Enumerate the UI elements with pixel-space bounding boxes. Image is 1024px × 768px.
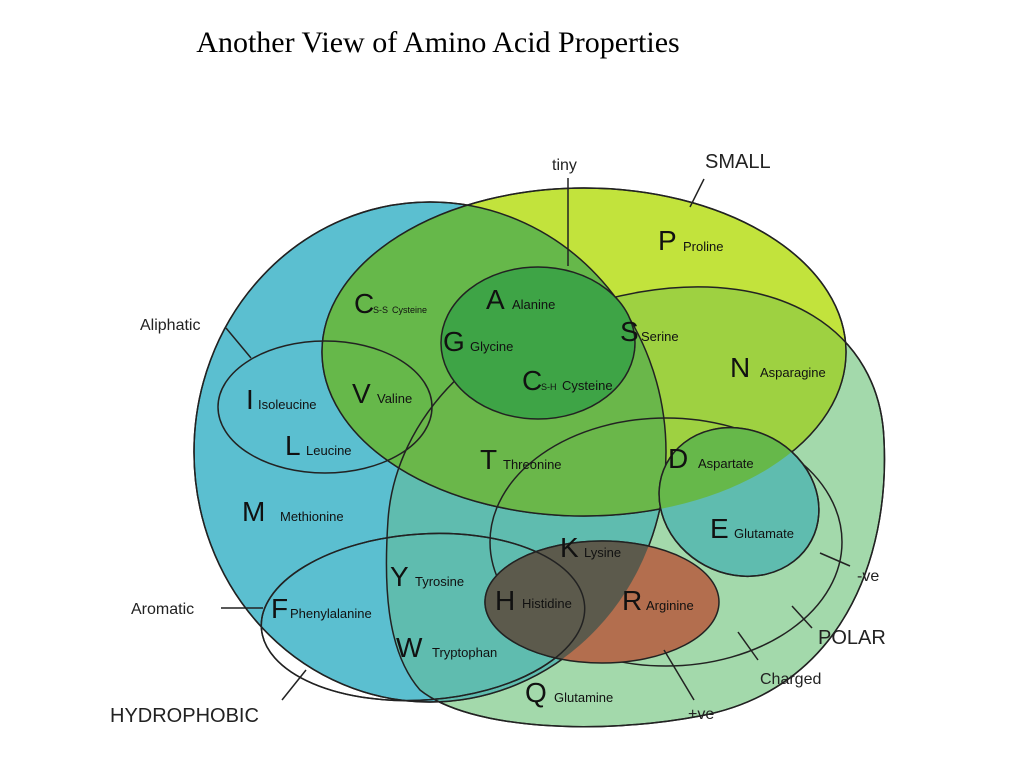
svg-text:A: A <box>486 284 505 315</box>
amino-acid-methionine: M Methionine <box>242 496 344 527</box>
svg-text:Tryptophan: Tryptophan <box>432 645 497 660</box>
small-leader <box>689 178 705 208</box>
amino-acid-glutamine: Q Glutamine <box>525 677 613 708</box>
svg-text:T: T <box>480 444 497 475</box>
tiny-label: tiny <box>552 157 577 174</box>
aromatic-label: Aromatic <box>131 601 194 618</box>
amino-acid-proline: P Proline <box>658 225 723 256</box>
svg-text:Histidine: Histidine <box>522 596 572 611</box>
svg-text:Y: Y <box>390 561 409 592</box>
charged-region <box>489 417 843 667</box>
amino-acid-glycine: G Glycine <box>443 326 513 357</box>
amino-acid-leucine: L Leucine <box>285 430 352 461</box>
svg-text:Valine: Valine <box>377 391 412 406</box>
svg-text:Serine: Serine <box>641 329 679 344</box>
amino-acid-cysteine-sh: CS-H Cysteine <box>522 365 613 396</box>
svg-text:E: E <box>710 513 729 544</box>
svg-text:P: P <box>658 225 677 256</box>
negative-leader <box>819 552 851 567</box>
svg-text:Leucine: Leucine <box>306 443 352 458</box>
svg-text:Threonine: Threonine <box>503 457 562 472</box>
svg-text:Aspartate: Aspartate <box>698 456 754 471</box>
aromatic-outline <box>260 532 586 702</box>
aliphatic-leader <box>225 327 252 359</box>
svg-text:I: I <box>246 384 254 415</box>
aliphatic-region <box>217 340 433 474</box>
positive-label: +ve <box>688 706 714 723</box>
polar-label: POLAR <box>818 627 886 649</box>
svg-text:S: S <box>620 316 639 347</box>
svg-text:K: K <box>560 532 579 563</box>
small-label: SMALL <box>705 151 771 173</box>
amino-acid-alanine: A Alanine <box>486 284 555 315</box>
svg-text:Cysteine: Cysteine <box>392 305 427 315</box>
svg-text:Glutamine: Glutamine <box>554 690 613 705</box>
svg-text:L: L <box>285 430 301 461</box>
svg-text:W: W <box>396 632 423 663</box>
tiny-region <box>440 266 636 420</box>
page-title: Another View of Amino Acid Properties <box>196 26 680 59</box>
svg-text:G: G <box>443 326 465 357</box>
amino-acid-threonine: T Threonine <box>480 444 562 475</box>
positive-leader <box>663 649 695 701</box>
svg-text:C: C <box>354 288 374 319</box>
svg-text:Glycine: Glycine <box>470 339 513 354</box>
svg-text:Phenylalanine: Phenylalanine <box>290 606 372 621</box>
amino-acid-tyrosine: Y Tyrosine <box>390 561 464 592</box>
hydrophobic-label: HYDROPHOBIC <box>110 705 259 727</box>
svg-text:S-S: S-S <box>373 305 388 315</box>
svg-text:N: N <box>730 352 750 383</box>
svg-text:V: V <box>352 378 371 409</box>
amino-acid-tryptophan: W Tryptophan <box>396 632 497 663</box>
amino-acid-lysine: K Lysine <box>560 532 621 563</box>
svg-text:Asparagine: Asparagine <box>760 365 826 380</box>
svg-text:Tyrosine: Tyrosine <box>415 574 464 589</box>
svg-text:Lysine: Lysine <box>584 545 621 560</box>
svg-text:Proline: Proline <box>683 239 723 254</box>
svg-text:Methionine: Methionine <box>280 509 344 524</box>
svg-text:Alanine: Alanine <box>512 297 555 312</box>
aliphatic-label: Aliphatic <box>140 317 200 334</box>
amino-acid-glutamate: E Glutamate <box>710 513 794 544</box>
charged-label: Charged <box>760 671 821 688</box>
svg-text:Arginine: Arginine <box>646 598 694 613</box>
negative-label: -ve <box>857 568 879 585</box>
amino-acid-isoleucine: I Isoleucine <box>246 384 317 415</box>
svg-text:M: M <box>242 496 265 527</box>
svg-text:R: R <box>622 585 642 616</box>
svg-text:Q: Q <box>525 677 547 708</box>
negative-outline <box>658 426 820 578</box>
amino-acid-aspartate: D Aspartate <box>668 443 754 474</box>
amino-acid-histidine: H Histidine <box>495 585 572 616</box>
svg-text:Glutamate: Glutamate <box>734 526 794 541</box>
svg-text:D: D <box>668 443 688 474</box>
small-outline <box>321 187 847 517</box>
svg-text:Cysteine: Cysteine <box>562 378 613 393</box>
svg-text:S-H: S-H <box>541 382 557 392</box>
svg-text:H: H <box>495 585 515 616</box>
amino-acid-valine: V Valine <box>352 378 412 409</box>
polar-leader <box>791 605 813 629</box>
hydrophobic-leader <box>281 669 307 701</box>
charged-leader <box>737 631 759 661</box>
svg-text:C: C <box>522 365 542 396</box>
svg-text:F: F <box>271 593 288 624</box>
amino-acid-cysteine-ss: CS-S Cysteine <box>354 288 427 319</box>
hydrophobic-outline <box>193 201 667 703</box>
amino-acid-asparagine: N Asparagine <box>730 352 826 383</box>
svg-text:Isoleucine: Isoleucine <box>258 397 317 412</box>
amino-acid-arginine: R Arginine <box>622 585 694 616</box>
